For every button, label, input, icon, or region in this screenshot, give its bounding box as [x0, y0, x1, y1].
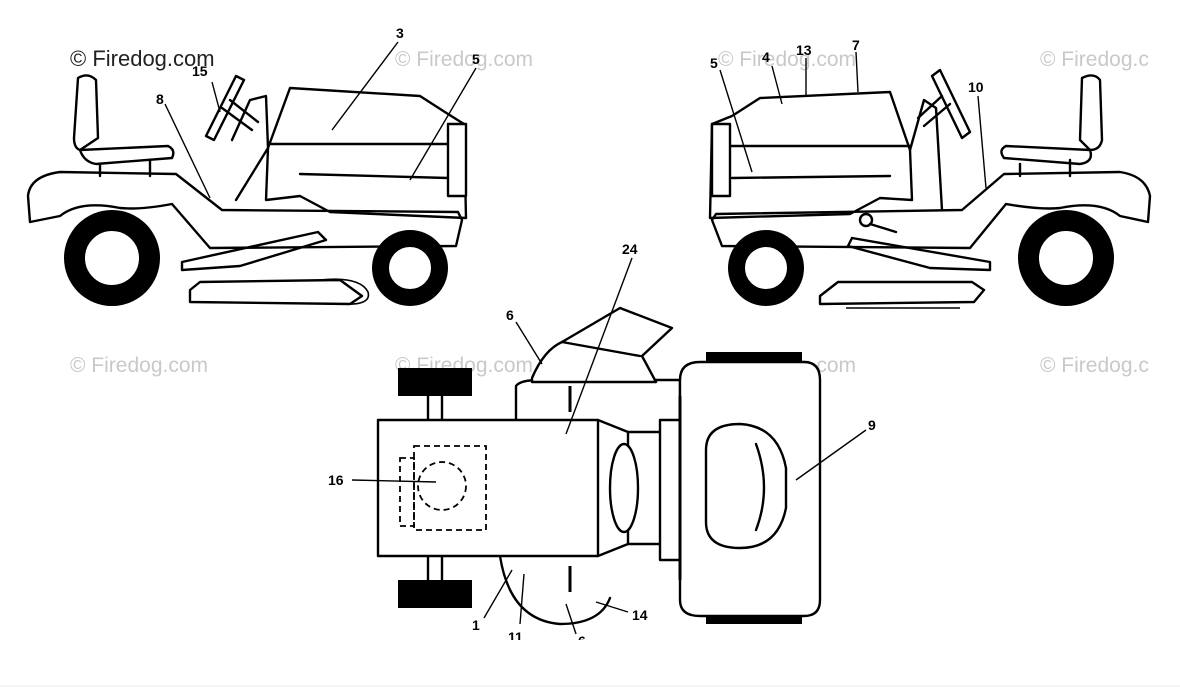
lift-lever: [868, 222, 898, 234]
watermark: © Firedog.c: [1040, 354, 1149, 377]
crop-mask: [0, 640, 1180, 688]
callout-5: 5: [710, 55, 718, 71]
watermark: © Firedog.com: [395, 48, 533, 71]
watermark-primary: © Firedog.com: [70, 46, 215, 71]
leader-3: [331, 41, 399, 131]
hood-grille: [704, 422, 788, 550]
chute-cable: [319, 278, 370, 306]
watermark: © Firedog.com: [718, 48, 856, 71]
hood: [264, 86, 468, 220]
callout-5: 5: [472, 51, 480, 67]
front-hood: [658, 360, 822, 618]
left-side-view: 15 8 3 5: [26, 25, 480, 306]
rear-body: [376, 418, 600, 558]
watermark: © Firedog.c: [1040, 48, 1149, 71]
grille-inner: [754, 442, 766, 532]
steering-wheel: [204, 74, 246, 142]
leader-4: [771, 65, 783, 105]
deck-lever: [180, 230, 328, 272]
leader-11: [519, 573, 525, 625]
seat-back: [72, 74, 100, 152]
hood-crease: [710, 144, 912, 180]
callout-8: 8: [156, 91, 164, 107]
mower-deck: [818, 280, 986, 306]
leader-8: [164, 103, 211, 199]
callout-14: 14: [632, 607, 648, 623]
right-side-view: 5 4 13 7 10: [708, 37, 1152, 309]
callout-1: 1: [472, 617, 480, 633]
callout-3: 3: [396, 25, 404, 41]
discharge-chute: [530, 306, 674, 384]
callout-16: 16: [328, 472, 344, 488]
leader-9: [795, 429, 867, 481]
hood: [708, 90, 914, 220]
mower-deck: [188, 278, 364, 306]
leader-1: [483, 569, 513, 619]
dash-panel: [908, 98, 944, 212]
dash-panel: [230, 94, 270, 202]
steering-column: [916, 94, 952, 128]
headlight: [710, 122, 732, 198]
callout-4: 4: [762, 49, 770, 65]
seat-base: [1000, 144, 1093, 166]
chute-fold: [560, 340, 642, 358]
axle: [426, 394, 444, 582]
front-hub: [387, 245, 433, 291]
leader-6b: [565, 603, 577, 635]
rear-fender: [26, 170, 464, 250]
leader-5: [409, 67, 477, 181]
callout-10: 10: [968, 79, 984, 95]
leader-6: [515, 321, 543, 365]
watermark: © Firedog.com: [70, 354, 208, 377]
leader-24: [565, 257, 633, 435]
callout-24: 24: [622, 241, 638, 257]
steering-wheel: [930, 68, 972, 140]
deck-lever: [846, 236, 992, 272]
rear-tire-bottom: [398, 580, 472, 608]
fuel-cap-outline: [417, 461, 467, 511]
leader-14: [595, 601, 629, 613]
callout-15: 15: [192, 63, 208, 79]
deck-outline: [514, 378, 682, 422]
leader-16: [351, 479, 437, 483]
headlight: [446, 122, 468, 198]
leader-15: [211, 81, 221, 113]
rear-hub: [83, 229, 141, 287]
rear-hub: [1037, 229, 1095, 287]
leader-10: [977, 95, 987, 189]
callout-13: 13: [796, 42, 812, 58]
callout-6: 6: [506, 307, 514, 323]
seat-back: [1078, 74, 1104, 152]
callout-9: 9: [868, 417, 876, 433]
top-view: 24 6 16 9 1 11 6 14: [328, 241, 876, 649]
rear-fender: [710, 170, 1152, 250]
leader-5r: [719, 69, 753, 173]
rear-tire-top: [398, 368, 472, 396]
fuel-tank-side: [399, 457, 415, 527]
front-hub: [743, 245, 789, 291]
callout-7: 7: [852, 37, 860, 53]
hood-crease: [266, 142, 450, 180]
leader-7: [855, 51, 859, 93]
deck-lower: [498, 554, 612, 626]
seat-base: [78, 144, 175, 166]
steering-hub: [608, 442, 640, 534]
lift-knob: [858, 212, 874, 228]
